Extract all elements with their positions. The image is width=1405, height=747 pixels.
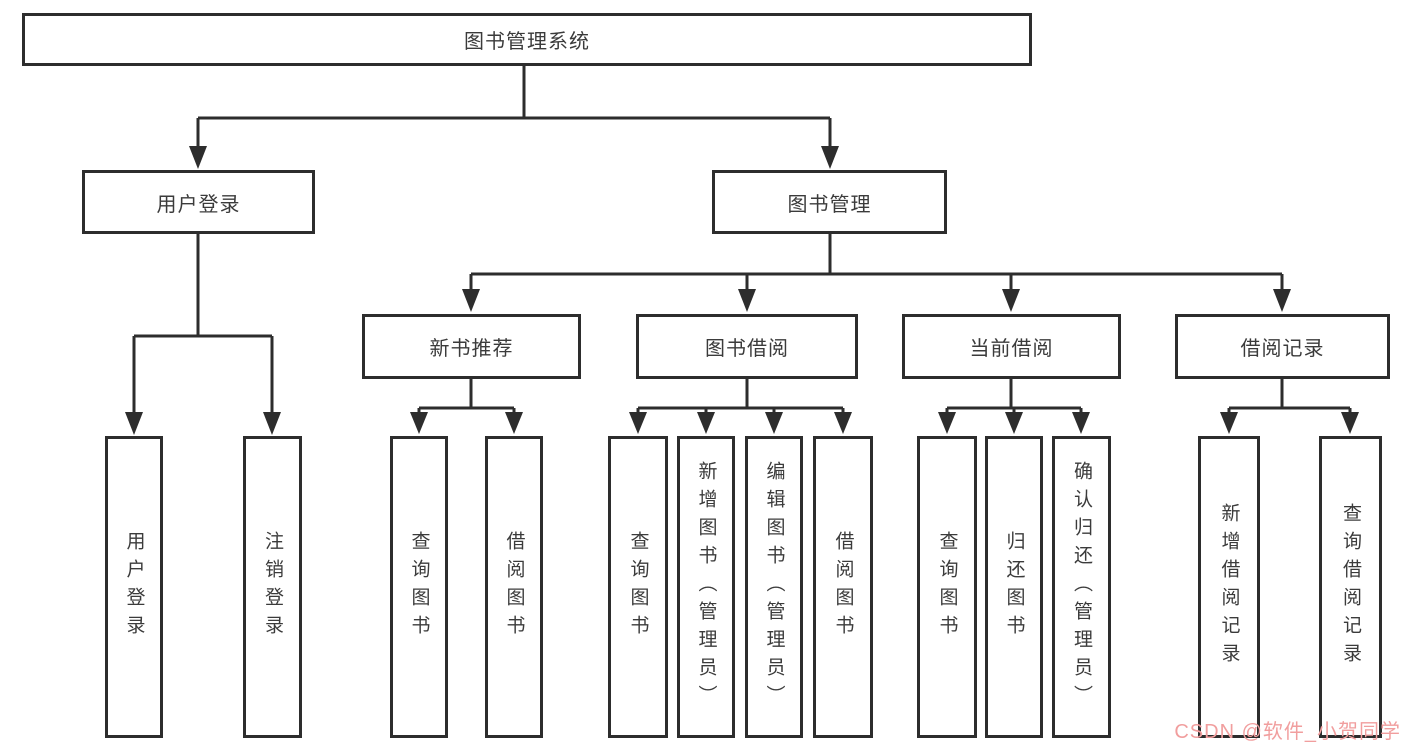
- node-leaf-add-book-admin: 新增图书（管理员）: [677, 436, 735, 738]
- node-new-book-recommend: 新书推荐: [362, 314, 581, 379]
- node-leaf-return-book: 归还图书: [985, 436, 1043, 738]
- node-leaf-confirm-return-admin: 确认归还（管理员）: [1052, 436, 1111, 738]
- arrowhead: [125, 412, 143, 435]
- arrowhead: [821, 146, 839, 169]
- arrowhead: [1005, 412, 1023, 434]
- node-leaf-query-books-2: 查询图书: [608, 436, 668, 738]
- connector-book-mgmt-to-level3: [462, 234, 1291, 312]
- arrowhead: [189, 146, 207, 169]
- node-leaf-borrow-books-2: 借阅图书: [813, 436, 873, 738]
- node-leaf-query-books-3: 查询图书: [917, 436, 977, 738]
- node-leaf-borrow-books-1: 借阅图书: [485, 436, 543, 738]
- connector-borrow-records-to-children: [1220, 379, 1359, 434]
- arrowhead: [1341, 412, 1359, 434]
- arrowhead: [505, 412, 523, 434]
- node-leaf-logout: 注销登录: [243, 436, 302, 738]
- node-leaf-query-borrow-record: 查询借阅记录: [1319, 436, 1382, 738]
- node-user-login: 用户登录: [82, 170, 315, 234]
- arrowhead: [1273, 289, 1291, 312]
- connector-book-borrow-to-children: [629, 379, 852, 434]
- arrowhead: [765, 412, 783, 434]
- connector-current-borrow-to-children: [938, 379, 1090, 434]
- node-leaf-add-borrow-record: 新增借阅记录: [1198, 436, 1260, 738]
- arrowhead: [629, 412, 647, 434]
- node-current-borrow: 当前借阅: [902, 314, 1121, 379]
- arrowhead: [938, 412, 956, 434]
- arrowhead: [263, 412, 281, 435]
- arrowhead: [738, 289, 756, 312]
- arrowhead: [697, 412, 715, 434]
- arrowhead: [1002, 289, 1020, 312]
- node-book-borrow: 图书借阅: [636, 314, 858, 379]
- arrowhead: [1220, 412, 1238, 434]
- node-leaf-query-books-1: 查询图书: [390, 436, 448, 738]
- arrowhead: [1072, 412, 1090, 434]
- node-leaf-user-login: 用户登录: [105, 436, 163, 738]
- csdn-watermark: CSDN @软件_小贺同学: [1174, 721, 1401, 743]
- connector-user-login-to-children: [125, 234, 281, 435]
- connector-new-books-to-children: [410, 379, 523, 434]
- arrowhead: [410, 412, 428, 434]
- node-leaf-edit-book-admin: 编辑图书（管理员）: [745, 436, 803, 738]
- arrowhead: [462, 289, 480, 312]
- node-book-management: 图书管理: [712, 170, 947, 234]
- arrowhead: [834, 412, 852, 434]
- node-borrow-records: 借阅记录: [1175, 314, 1390, 379]
- connector-root-to-level2: [189, 66, 839, 169]
- node-root-system: 图书管理系统: [22, 13, 1032, 66]
